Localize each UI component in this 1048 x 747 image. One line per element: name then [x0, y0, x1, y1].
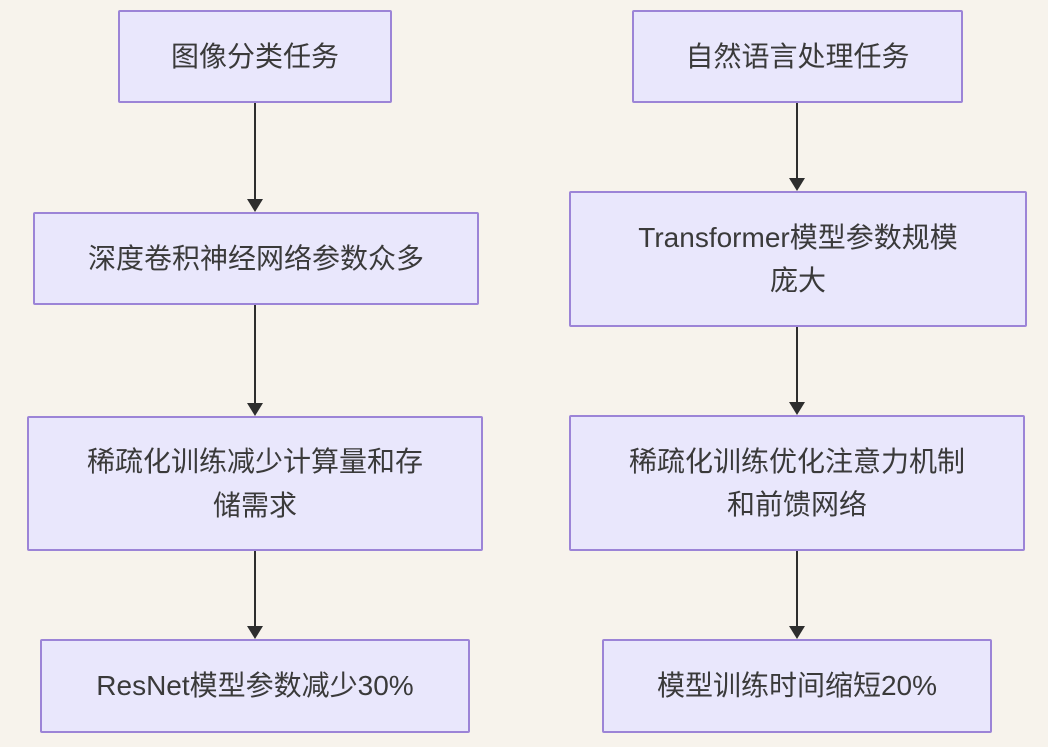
arrow-head-down-icon — [247, 403, 263, 416]
down-arrow-icon — [247, 551, 263, 639]
flow-node-resnet-params-reduced: ResNet模型参数减少30% — [40, 639, 470, 733]
arrow-line — [254, 551, 256, 628]
down-arrow-icon — [247, 305, 263, 416]
down-arrow-icon — [789, 103, 805, 191]
flow-node-sparse-training-optimize-attention: 稀疏化训练优化注意力机制 和前馈网络 — [569, 415, 1025, 551]
down-arrow-icon — [789, 327, 805, 415]
arrow-head-down-icon — [789, 402, 805, 415]
arrow-line — [796, 551, 798, 628]
arrow-line — [254, 103, 256, 201]
flow-node-nlp-task: 自然语言处理任务 — [632, 10, 963, 103]
arrow-head-down-icon — [247, 199, 263, 212]
flow-node-training-time-shortened: 模型训练时间缩短20% — [602, 639, 992, 733]
arrow-head-down-icon — [247, 626, 263, 639]
flow-node-cnn-many-params: 深度卷积神经网络参数众多 — [33, 212, 479, 305]
arrow-head-down-icon — [789, 626, 805, 639]
flow-node-sparse-training-reduce-compute: 稀疏化训练减少计算量和存 储需求 — [27, 416, 483, 551]
arrow-line — [796, 327, 798, 404]
down-arrow-icon — [789, 551, 805, 639]
arrow-line — [796, 103, 798, 180]
down-arrow-icon — [247, 103, 263, 212]
flow-node-transformer-large-params: Transformer模型参数规模 庞大 — [569, 191, 1027, 327]
flow-node-image-classification-task: 图像分类任务 — [118, 10, 392, 103]
arrow-line — [254, 305, 256, 405]
arrow-head-down-icon — [789, 178, 805, 191]
